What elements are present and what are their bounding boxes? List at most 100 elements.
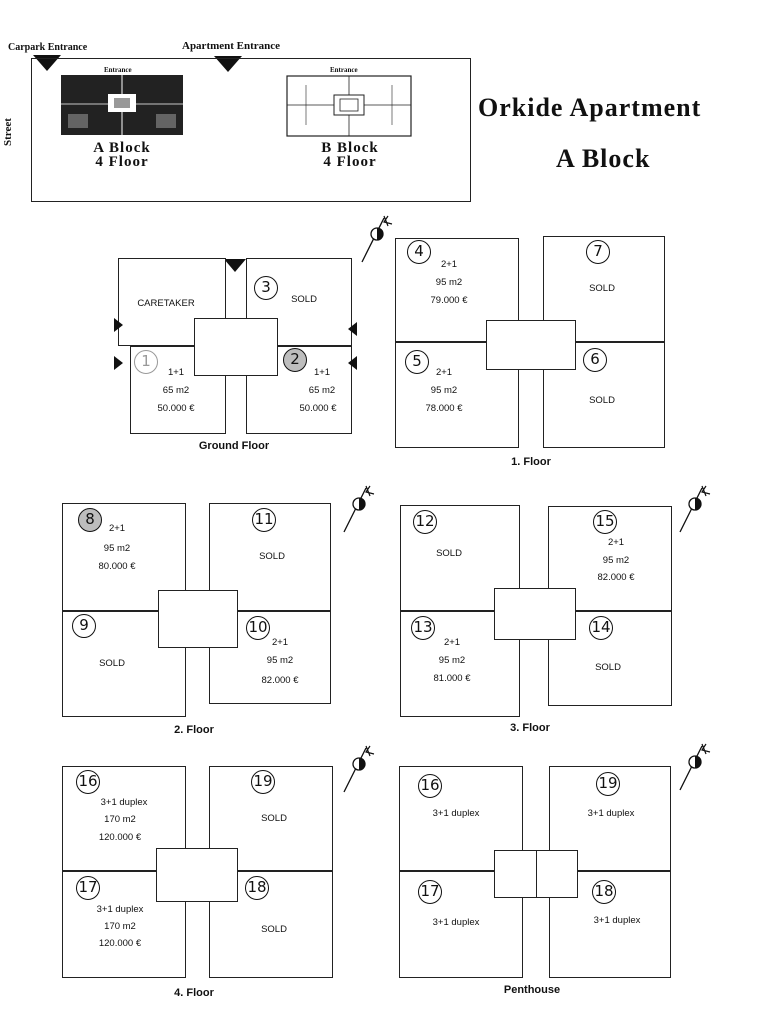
unit-type: 1+1 [167, 367, 185, 378]
apartment-entrance-label: Apartment Entrance [182, 40, 281, 52]
carpark-entrance-icon [33, 55, 61, 71]
caretaker-label: CARETAKER [137, 298, 195, 309]
entrance-arrow-icon [348, 322, 357, 336]
unit-price: 79.000 € [430, 295, 468, 306]
unit-number: 16 [418, 774, 442, 798]
unit-status: SOLD [261, 813, 287, 824]
entrance-arrow-icon [114, 356, 123, 370]
north-arrow-icon [361, 215, 393, 263]
unit-number: 4 [407, 240, 431, 264]
floor-label: 4. Floor [174, 987, 214, 999]
unit-type: 2+1 [435, 367, 453, 378]
unit-area: 95 m2 [430, 385, 458, 396]
unit-number: 1 [134, 350, 158, 374]
north-arrow-icon [679, 743, 711, 791]
unit-price: 120.000 € [98, 938, 142, 949]
entrance-triangle-icon [224, 259, 246, 272]
unit-number: 7 [586, 240, 610, 264]
unit-area: 65 m2 [308, 385, 336, 396]
unit-type: 2+1 [443, 637, 461, 648]
unit-number: 3 [254, 276, 278, 300]
core-divider [536, 850, 537, 898]
unit-status: SOLD [595, 662, 621, 673]
apartment-entrance-icon [214, 56, 242, 72]
b-block-label-2: 4 Floor [323, 154, 377, 170]
unit-number: 8 [78, 508, 102, 532]
unit-area: 65 m2 [162, 385, 190, 396]
unit-area: 170 m2 [104, 814, 136, 825]
unit-number: 11 [252, 508, 276, 532]
a-block-entrance-label: Entrance [104, 66, 132, 74]
unit-type: 3+1 duplex [100, 797, 148, 808]
page-title: Orkide Apartment [478, 93, 702, 122]
unit-status: SOLD [99, 658, 125, 669]
unit-number: 19 [596, 772, 620, 796]
b-block-plan [286, 75, 412, 137]
site-plan [31, 58, 471, 202]
stair-core [194, 318, 278, 376]
carpark-entrance-label: Carpark Entrance [8, 42, 88, 53]
b-block-entrance-label: Entrance [330, 66, 358, 74]
unit-status: SOLD [589, 283, 615, 294]
unit-type: 3+1 duplex [432, 808, 480, 819]
stair-core [494, 588, 576, 640]
unit-number: 19 [251, 770, 275, 794]
unit-status: SOLD [436, 548, 462, 559]
stair-core [158, 590, 238, 648]
unit-area: 95 m2 [266, 655, 294, 666]
entrance-arrow-icon [348, 356, 357, 370]
a-block-plan [61, 75, 183, 135]
unit-price: 80.000 € [98, 561, 136, 572]
unit-number: 12 [413, 510, 437, 534]
unit-type: 3+1 duplex [432, 917, 480, 928]
unit-number: 6 [583, 348, 607, 372]
unit-type: 3+1 duplex [587, 808, 635, 819]
unit-number: 17 [76, 876, 100, 900]
unit-type: 1+1 [313, 367, 331, 378]
unit-type: 3+1 duplex [96, 904, 144, 915]
unit-number: 9 [72, 614, 96, 638]
unit-number: 14 [589, 616, 613, 640]
stair-core [486, 320, 576, 370]
unit-2 [246, 346, 352, 434]
floor-label: 1. Floor [511, 456, 551, 468]
unit-number: 17 [418, 880, 442, 904]
stair-core [156, 848, 238, 902]
a-block-label-2: 4 Floor [95, 154, 149, 170]
unit-status: SOLD [261, 924, 287, 935]
unit-type: 2+1 [271, 637, 289, 648]
unit-18 [209, 871, 333, 978]
floor-label: Penthouse [503, 984, 561, 996]
unit-price: 120.000 € [98, 832, 142, 843]
unit-price: 50.000 € [157, 403, 195, 414]
unit-area: 95 m2 [103, 543, 131, 554]
unit-type: 3+1 duplex [593, 915, 641, 926]
unit-type: 2+1 [440, 259, 458, 270]
unit-status: SOLD [589, 395, 615, 406]
unit-number: 18 [592, 880, 616, 904]
unit-number: 5 [405, 350, 429, 374]
entrance-arrow-icon [114, 318, 123, 332]
unit-number: 15 [593, 510, 617, 534]
north-arrow-icon [343, 745, 375, 793]
unit-number: 18 [245, 876, 269, 900]
north-arrow-icon [343, 485, 375, 533]
north-arrow-icon [679, 485, 711, 533]
floor-label: 2. Floor [174, 724, 214, 736]
unit-number: 16 [76, 770, 100, 794]
floor-label: Ground Floor [198, 440, 270, 452]
unit-type: 2+1 [607, 537, 625, 548]
unit-price: 82.000 € [261, 675, 299, 686]
unit-type: 2+1 [108, 523, 126, 534]
page-subtitle: A Block [556, 144, 651, 173]
unit-area: 170 m2 [104, 921, 136, 932]
street-label: Street [2, 118, 14, 146]
unit-price: 82.000 € [597, 572, 635, 583]
unit-area: 95 m2 [438, 655, 466, 666]
unit-price: 50.000 € [299, 403, 337, 414]
unit-status: SOLD [291, 294, 317, 305]
b-block-label-1: B Block [321, 140, 379, 156]
a-block-label-1: A Block [93, 140, 151, 156]
unit-number: 2 [283, 348, 307, 372]
unit-number: 10 [246, 616, 270, 640]
